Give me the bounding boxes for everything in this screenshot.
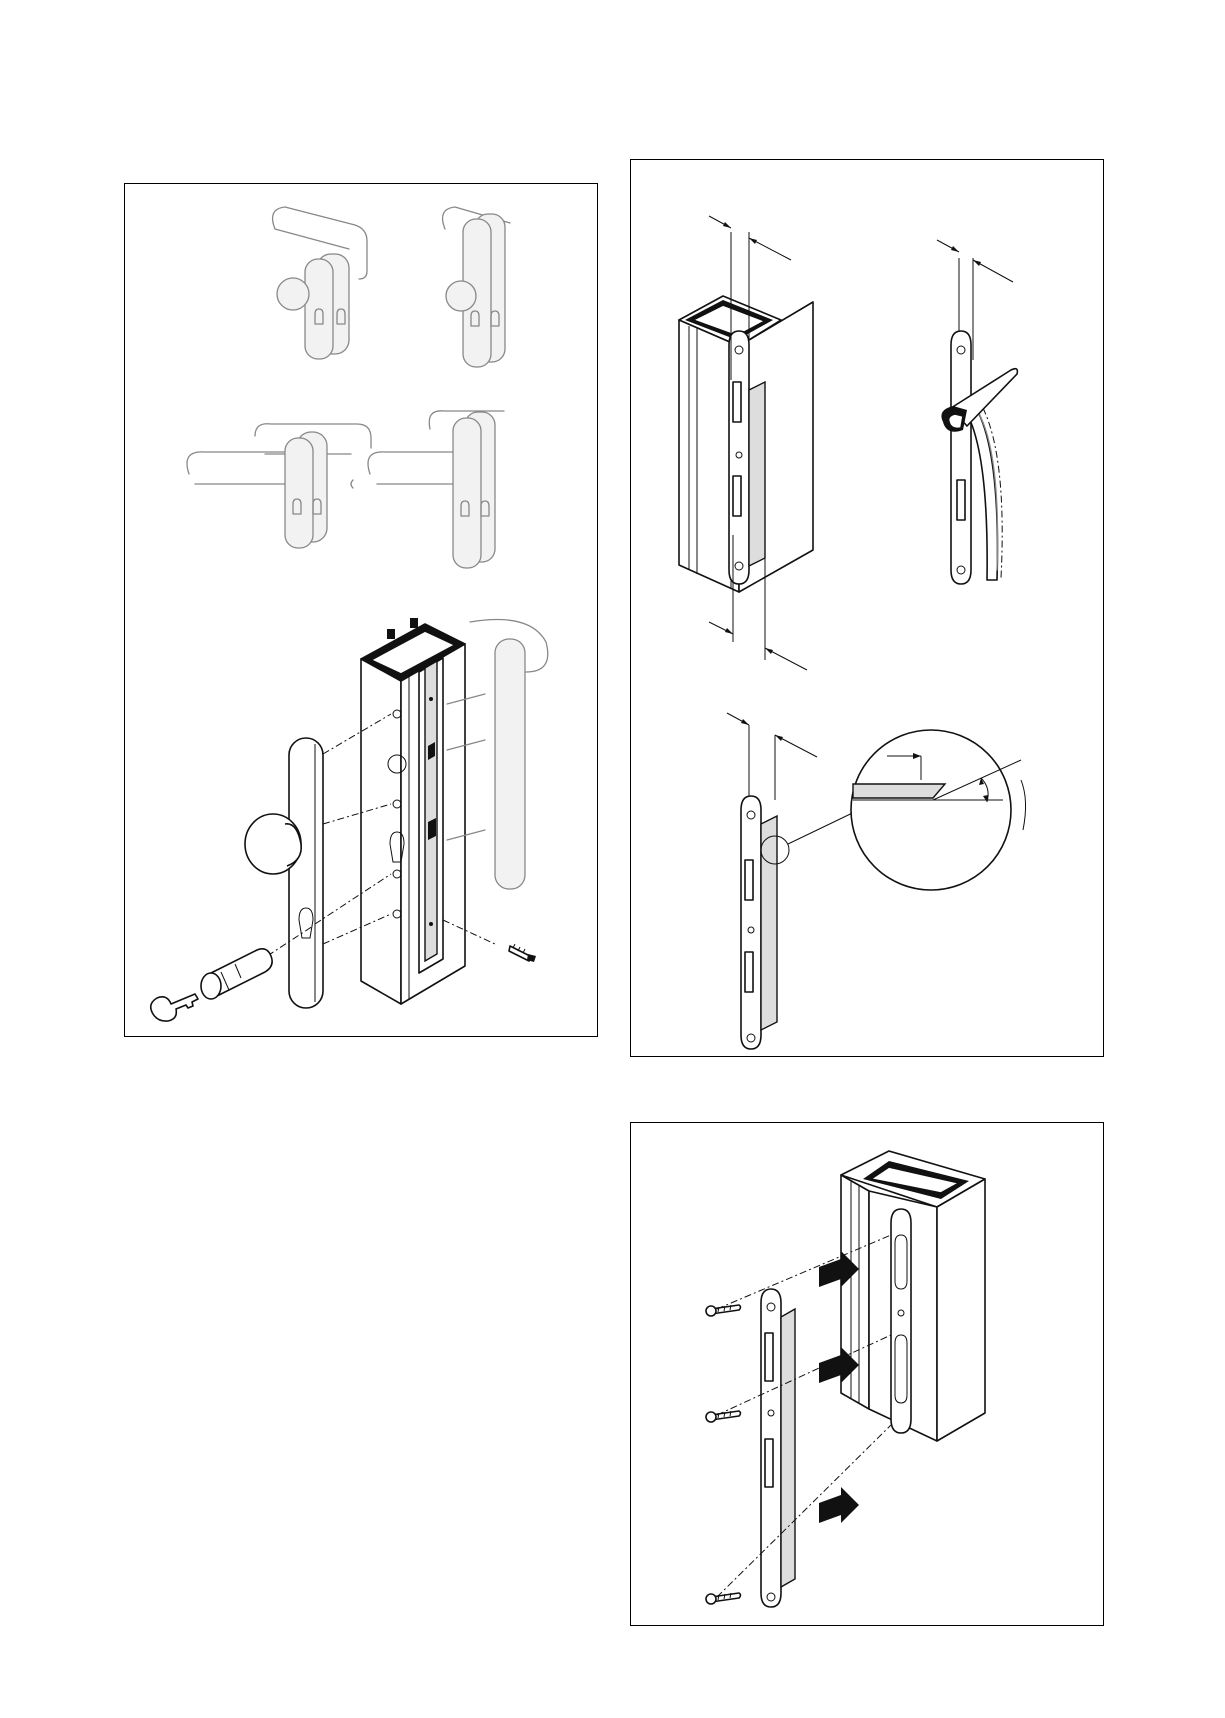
key-icon bbox=[151, 994, 198, 1021]
strike-dimension-drawing bbox=[631, 160, 1105, 1058]
screw-icon bbox=[509, 944, 536, 962]
strike-angle-detail bbox=[727, 713, 1026, 1049]
variant-lever-lever-long-plate bbox=[351, 411, 504, 568]
panel-strike-installation bbox=[630, 1122, 1104, 1626]
strike-installation-drawing bbox=[631, 1123, 1105, 1627]
frame-profile bbox=[841, 1151, 985, 1441]
strike-bending-tool bbox=[937, 240, 1017, 584]
panel-lock-assembly bbox=[124, 183, 598, 1037]
lock-assembly-drawing bbox=[125, 184, 599, 1038]
cylinder-icon bbox=[201, 949, 272, 999]
strike-plate bbox=[761, 1289, 795, 1607]
screw-icon bbox=[706, 1593, 741, 1604]
variant-knob-lever-short-plate bbox=[273, 207, 367, 359]
frame-profile-with-strike bbox=[679, 296, 813, 592]
variant-knob-lever-long-plate bbox=[443, 207, 510, 367]
arrow-icon bbox=[819, 1487, 859, 1523]
door-profile bbox=[361, 618, 548, 1004]
variant-lever-lever-short-plate bbox=[187, 424, 371, 548]
panel-strike-dimensions bbox=[630, 159, 1104, 1057]
